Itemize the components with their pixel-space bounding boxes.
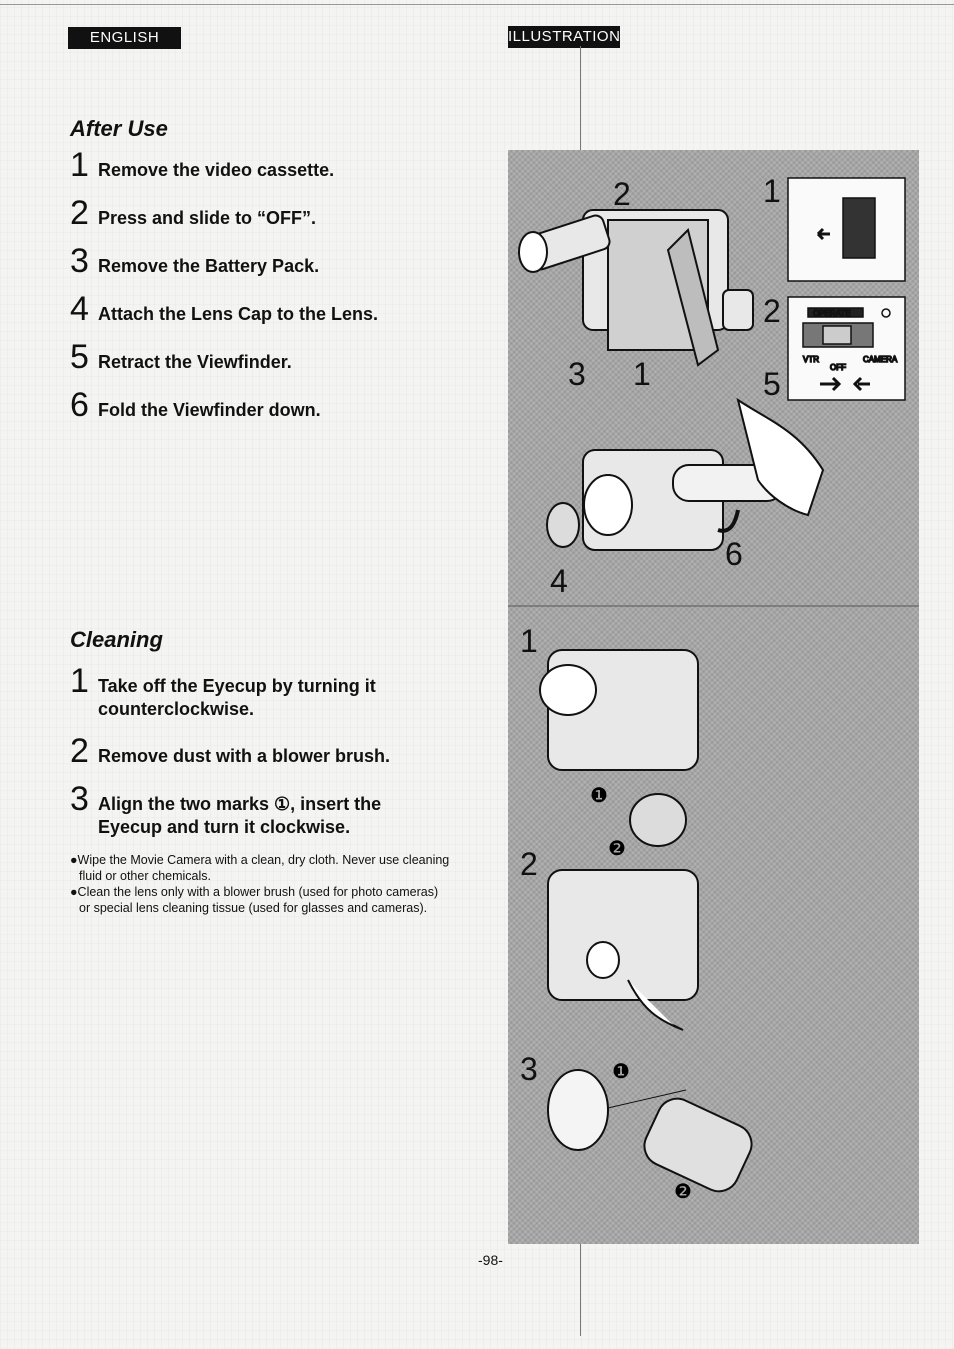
note-wipe: ●Wipe the Movie Camera with a clean, dry… xyxy=(70,853,450,883)
illus-label: 3 xyxy=(520,1051,538,1087)
after-use-step-6: 6 Fold the Viewfinder down. xyxy=(70,388,321,422)
step-text: Retract the Viewfinder. xyxy=(98,352,292,372)
circled-marker: ❶ xyxy=(590,783,608,807)
after-use-step-5: 5 Retract the Viewfinder. xyxy=(70,340,292,374)
after-use-step-1: 1 Remove the video cassette. xyxy=(70,148,334,182)
step-text: Remove dust with a blower brush. xyxy=(98,746,391,766)
camcorder-viewfinder-drawing xyxy=(546,397,825,551)
illus-label: 1 xyxy=(633,356,651,392)
cleaning-title: Cleaning xyxy=(70,627,163,652)
step-text: Remove the Battery Pack. xyxy=(98,256,320,276)
step-number: 1 xyxy=(70,662,89,700)
illus-label: 2 xyxy=(763,293,781,329)
step-text: Press and slide to “OFF”. xyxy=(98,208,317,228)
power-switch-inset: OPERATE VTR OFF CAMERA xyxy=(787,296,906,401)
step-text: Attach the Lens Cap to the Lens. xyxy=(98,304,379,324)
circled-marker: ❶ xyxy=(612,1059,630,1083)
operate-label-box xyxy=(807,307,864,318)
after-use-title: After Use xyxy=(70,116,168,141)
step-number: 4 xyxy=(70,290,89,328)
step-text-line: Take off the Eyecup by turning it xyxy=(98,676,376,696)
illustration-panel: OPERATE VTR OFF CAMERA xyxy=(508,150,919,1244)
illus-label: 4 xyxy=(550,563,568,599)
cleaning-notes: ●Wipe the Movie Camera with a clean, dry… xyxy=(70,852,450,916)
language-badge: ENGLISH xyxy=(68,27,181,49)
camera-label: CAMERA xyxy=(863,355,898,364)
after-use-step-2: 2 Press and slide to “OFF”. xyxy=(70,196,316,230)
illus-label: 1 xyxy=(763,173,781,209)
step-text: Fold the Viewfinder down. xyxy=(98,400,321,420)
step-text: Remove the video cassette. xyxy=(98,160,335,180)
illus-label: 1 xyxy=(520,623,538,659)
step-text: Align the two marks ①, insert the Eyecup… xyxy=(98,793,381,839)
cleaning-step-2: 2 Remove dust with a blower brush. xyxy=(70,734,390,768)
illustration-drawing: OPERATE VTR OFF CAMERA xyxy=(508,173,919,1203)
illus-label: 2 xyxy=(520,846,538,882)
hand-drawing xyxy=(736,397,825,517)
step-text-line: Eyecup and turn it clockwise. xyxy=(98,817,351,837)
step-number: 3 xyxy=(70,242,89,280)
illus-label: 5 xyxy=(763,366,781,402)
cleaning-step-1: 1 Take off the Eyecup by turning it coun… xyxy=(70,664,376,721)
off-label: OFF xyxy=(830,363,846,372)
step-number: 5 xyxy=(70,338,89,376)
circled-marker: ❷ xyxy=(674,1179,692,1203)
note-lens: ●Clean the lens only with a blower brush… xyxy=(70,885,439,915)
circled-marker: ❷ xyxy=(608,836,626,860)
step-number: 1 xyxy=(70,146,89,184)
step-number: 2 xyxy=(70,194,89,232)
step-number: 2 xyxy=(70,732,89,770)
page-number: -98- xyxy=(478,1252,503,1268)
step-number: 6 xyxy=(70,386,89,424)
illus-label: 2 xyxy=(613,176,631,212)
operate-label: OPERATE xyxy=(813,309,851,318)
cleaning-step-3: 3 Align the two marks ①, insert the Eyec… xyxy=(70,782,381,839)
step-number: 3 xyxy=(70,780,89,818)
after-use-step-3: 3 Remove the Battery Pack. xyxy=(70,244,319,278)
illustration-badge: ILLUSTRATION xyxy=(508,26,620,48)
camcorder-eyecup-drawing xyxy=(539,649,753,1193)
step-text: Take off the Eyecup by turning it counte… xyxy=(98,675,376,721)
lens-cap-drawing xyxy=(546,502,580,548)
vtr-label: VTR xyxy=(803,355,819,364)
camcorder-open-drawing xyxy=(518,209,754,367)
after-use-step-4: 4 Attach the Lens Cap to the Lens. xyxy=(70,292,378,326)
illus-label: 3 xyxy=(568,356,586,392)
step-text-line: Align the two marks ①, insert the xyxy=(98,794,382,814)
illus-label: 6 xyxy=(725,536,743,572)
step-text-line: counterclockwise. xyxy=(98,699,255,719)
top-rule xyxy=(0,4,954,5)
cassette-inset xyxy=(787,177,906,282)
